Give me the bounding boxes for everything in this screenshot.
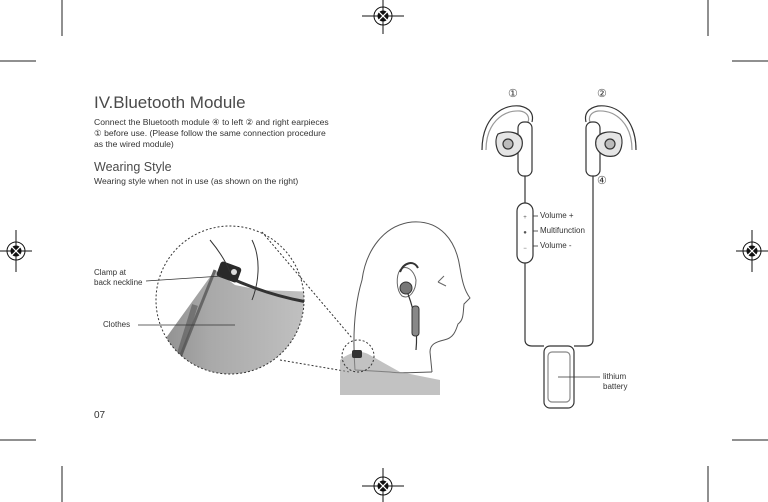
intro-line-1: Connect the Bluetooth module ④ to left ②… xyxy=(94,117,329,127)
clamp-callout-line-2: back neckline xyxy=(94,278,143,287)
worn-earpiece xyxy=(399,262,420,351)
battery-label-line-2: battery xyxy=(603,382,628,391)
magnified-clamp-view xyxy=(156,226,304,374)
multifunction-label: Multifunction xyxy=(540,226,585,235)
page-number: 07 xyxy=(94,410,106,421)
svg-text:+: + xyxy=(523,215,527,221)
earpiece-left-number: ② xyxy=(597,88,607,100)
clamp-callout-line-1: Clamp at xyxy=(94,268,127,277)
registration-mark-left xyxy=(0,230,32,272)
battery-label: lithium battery xyxy=(603,372,627,392)
svg-text:●: ● xyxy=(523,230,527,236)
wearing-style-heading: Wearing Style xyxy=(94,160,172,174)
bluetooth-headset: + ● − xyxy=(481,105,637,409)
module-number: ④ xyxy=(597,175,607,187)
clothes-callout: Clothes xyxy=(103,320,131,329)
volume-up-label: Volume + xyxy=(540,211,574,220)
svg-text:−: − xyxy=(523,246,527,252)
head-illustration xyxy=(353,221,471,374)
intro-line-3: as the wired module) xyxy=(94,139,174,149)
registration-mark-bottom xyxy=(362,468,404,502)
shirt-collar xyxy=(340,339,440,395)
registration-mark-top xyxy=(362,0,404,34)
clamp-callout: Clamp at back neckline xyxy=(94,268,142,288)
wearing-style-text: Wearing style when not in use (as shown … xyxy=(94,176,299,186)
battery-label-line-1: lithium xyxy=(603,372,627,381)
section-title: IV.Bluetooth Module xyxy=(94,93,246,112)
intro-line-2: ① before use. (Please follow the same co… xyxy=(94,128,326,138)
earpiece-right-number: ① xyxy=(508,88,518,100)
volume-down-label: Volume - xyxy=(540,241,572,250)
intro-paragraph: Connect the Bluetooth module ④ to left ②… xyxy=(94,117,384,150)
registration-mark-right xyxy=(736,230,768,272)
